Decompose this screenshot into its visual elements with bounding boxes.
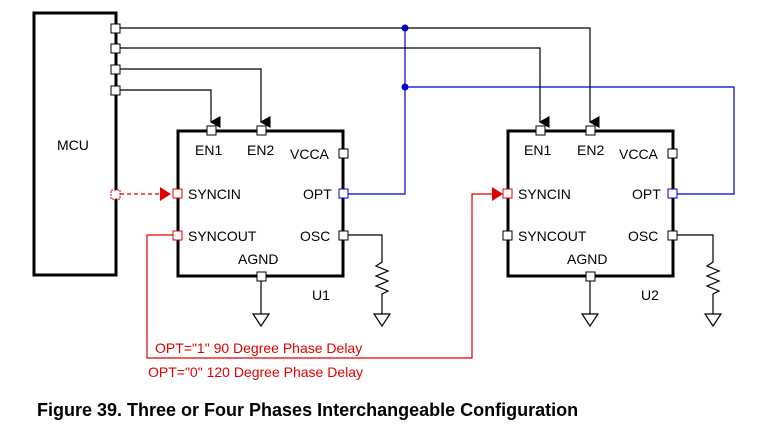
arrow-syncin-u2: [492, 187, 503, 201]
mcu-label: MCU: [57, 137, 89, 153]
u1-osc-ground-icon: [372, 313, 392, 328]
wire-mcu-u1-en2: [120, 68, 271, 128]
mcu-pin-4: [110, 85, 121, 96]
u1-pin-agnd: [256, 271, 267, 282]
mcu-block: [32, 11, 118, 277]
u1-label-agnd: AGND: [238, 251, 278, 267]
u2-pin-syncout: [502, 230, 513, 241]
wire-mcu-u1-en1: [120, 89, 221, 128]
u1-agnd-ground-icon: [251, 313, 271, 328]
u2-label-syncout: SYNCOUT: [518, 228, 587, 244]
u1-label-en2: EN2: [247, 142, 274, 158]
u1-name: U1: [312, 287, 330, 303]
u2-osc-resistor: [677, 234, 721, 314]
mcu-pin-syncout: [110, 189, 121, 200]
u1-pin-opt: [338, 188, 349, 199]
u1-label-syncin: SYNCIN: [188, 186, 241, 202]
arrow-syncin-u1: [160, 187, 171, 201]
wire-opt-u1: [346, 28, 406, 195]
u1-pin-osc: [338, 230, 349, 241]
u2-label-agnd: AGND: [567, 251, 607, 267]
u2-pin-agnd: [585, 271, 596, 282]
u2-label-vcca: VCCA: [619, 146, 659, 162]
u1-pin-syncout: [172, 230, 183, 241]
mcu-pin-2: [110, 43, 121, 54]
u1-pin-en1: [206, 125, 217, 136]
figure-caption: Figure 39. Three or Four Phases Intercha…: [37, 400, 578, 420]
wire-mcu-u2-en1: [120, 47, 550, 128]
u2-agnd-ground-icon: [580, 313, 600, 328]
u2-pin-en2: [585, 125, 596, 136]
u1-osc-resistor: [348, 234, 390, 314]
note-opt0: OPT="0" 120 Degree Phase Delay: [148, 364, 363, 380]
junction-dot-2: [401, 83, 409, 91]
u1-label-vcca: VCCA: [290, 146, 330, 162]
wire-mcu-u2-en2: [120, 27, 600, 128]
mcu-pin-3: [110, 64, 121, 75]
mcu-pin-1: [110, 23, 121, 34]
u2-label-osc: OSC: [628, 228, 658, 244]
u2-name: U2: [641, 287, 659, 303]
u2-pin-osc: [667, 230, 678, 241]
wire-syncout-u1-u2: [146, 193, 494, 359]
u1-label-osc: OSC: [300, 228, 330, 244]
u1-label-en1: EN1: [195, 142, 222, 158]
u2-label-syncin: SYNCIN: [518, 186, 571, 202]
junction-dot-1: [401, 24, 409, 32]
u2-pin-en1: [535, 125, 546, 136]
u1-label-opt: OPT: [303, 186, 332, 202]
u2-label-opt: OPT: [632, 186, 661, 202]
u2-pin-opt: [667, 188, 678, 199]
u1-pin-en2: [256, 125, 267, 136]
u1-pin-syncin: [172, 188, 183, 199]
u1-label-syncout: SYNCOUT: [188, 228, 257, 244]
u1-pin-vcca: [338, 148, 349, 159]
u2-label-en2: EN2: [577, 142, 604, 158]
u2-pin-vcca: [667, 148, 678, 159]
note-opt1: OPT="1" 90 Degree Phase Delay: [155, 340, 362, 356]
u2-label-en1: EN1: [524, 142, 551, 158]
wire-opt-u2: [405, 86, 735, 195]
u2-osc-ground-icon: [703, 313, 723, 328]
u2-pin-syncin: [502, 188, 513, 199]
